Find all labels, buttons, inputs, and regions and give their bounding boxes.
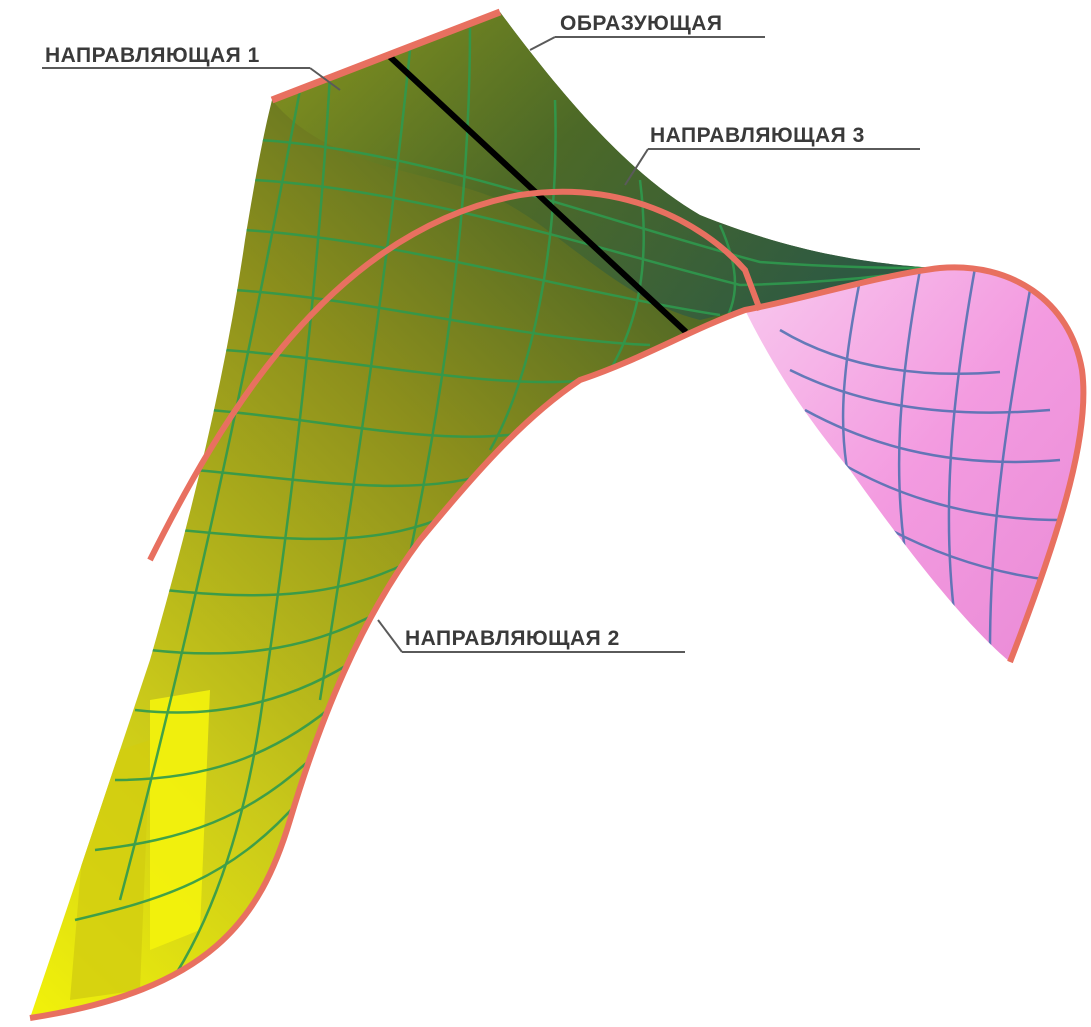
- callout-directrix-3: НАПРАВЛЯЮЩАЯ 3: [624, 124, 920, 186]
- callout-generatrix: ОБРАЗУЮЩАЯ: [529, 12, 765, 51]
- label-directrix-1: НАПРАВЛЯЮЩАЯ 1: [45, 44, 260, 67]
- directrix-3-curve: [147, 188, 763, 562]
- directrix-1-curve: [270, 8, 502, 104]
- label-directrix-3: НАПРАВЛЯЮЩАЯ 3: [650, 124, 865, 147]
- outer-surface: [30, 12, 940, 1018]
- label-directrix-2: НАПРАВЛЯЮЩАЯ 2: [405, 627, 620, 650]
- callout-directrix-2: НАПРАВЛЯЮЩАЯ 2: [377, 619, 685, 653]
- outer-grid-lines: [74, 27, 940, 1011]
- label-generatrix: ОБРАЗУЮЩАЯ: [560, 12, 723, 35]
- callout-directrix-1: НАПРАВЛЯЮЩАЯ 1: [42, 44, 341, 91]
- directrix-2-curve: [29, 264, 1087, 1021]
